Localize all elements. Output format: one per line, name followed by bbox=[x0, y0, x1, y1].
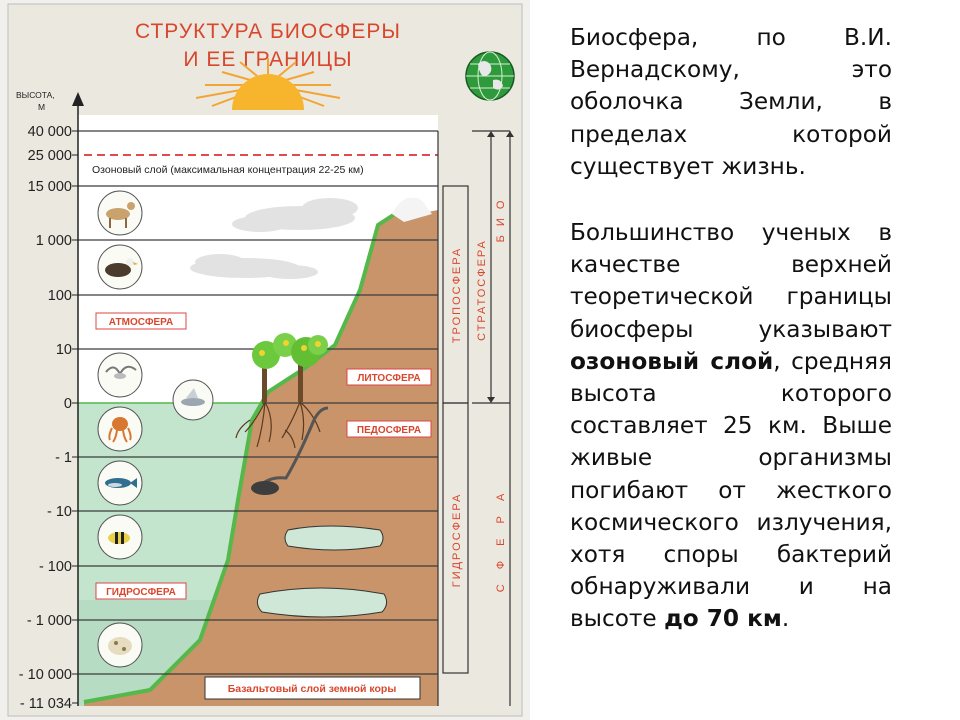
axis-tick-label: - 100 bbox=[39, 559, 72, 575]
text-run: Большинство ученых в качестве верхней те… bbox=[570, 219, 892, 343]
axis-tick-label: 10 bbox=[56, 342, 72, 358]
fish-icon bbox=[97, 460, 143, 506]
biosphere-poster: СТРУКТУРА БИОСФЕРЫ И ЕЕ ГРАНИЦЫ bbox=[0, 0, 530, 720]
ozone-layer-emphasis: озоновый слой bbox=[570, 347, 774, 375]
lithosphere-label: ЛИТОСФЕРА bbox=[357, 373, 420, 384]
text-run: . bbox=[781, 605, 790, 633]
biosphere-vertical-label-lower: С Ф Е Р А bbox=[495, 488, 507, 593]
poster-title-line1: СТРУКТУРА БИОСФЕРЫ bbox=[135, 20, 401, 43]
tree-icon bbox=[252, 333, 328, 402]
axis-title-line2: М bbox=[38, 102, 45, 112]
stratosphere-vertical-label: СТРАТОСФЕРА bbox=[476, 239, 488, 341]
axis-tick-label: 0 bbox=[64, 396, 72, 412]
mole-icon bbox=[251, 481, 279, 495]
axis-tick-label: 15 000 bbox=[28, 179, 72, 195]
axis-tick-label: 100 bbox=[48, 288, 72, 304]
hydrosphere-vertical-label: ГИДРОСФЕРА bbox=[451, 493, 463, 588]
ozone-label: Озоновый слой (максимальная концентрация… bbox=[92, 164, 364, 176]
basalt-label: Базальтовый слой земной коры bbox=[228, 683, 397, 695]
octopus-icon bbox=[97, 406, 143, 452]
axis-tick-label: - 10 000 bbox=[19, 667, 72, 683]
flying-fish-icon bbox=[172, 379, 214, 421]
globe-icon bbox=[465, 51, 515, 101]
pedosphere-label: ПЕДОСФЕРА bbox=[357, 425, 421, 436]
axis-tick-label: 40 000 bbox=[28, 124, 72, 140]
cloud-icon bbox=[190, 254, 318, 279]
antelope-icon bbox=[97, 190, 143, 236]
axis-tick-label: - 1 bbox=[55, 450, 72, 466]
axis-ticks bbox=[72, 130, 78, 704]
sun-icon bbox=[195, 58, 341, 110]
underground-lake-icon bbox=[256, 525, 388, 618]
axis-tick-label: 25 000 bbox=[28, 148, 72, 164]
troposphere-vertical-label: ТРОПОСФЕРА bbox=[451, 247, 463, 343]
paragraph-definition: Биосфера, по В.И. Вернадскому, это оболо… bbox=[570, 24, 892, 180]
atmosphere-label: АТМОСФЕРА bbox=[109, 317, 173, 328]
hydrosphere-label: ГИДРОСФЕРА bbox=[106, 587, 176, 598]
reef-fish-icon bbox=[97, 514, 143, 560]
eagle-icon bbox=[97, 244, 143, 290]
axis-tick-label: - 10 bbox=[47, 504, 72, 520]
axis-tick-label: 1 000 bbox=[36, 233, 72, 249]
deep-sea-creature-icon bbox=[97, 622, 143, 668]
paragraph-ozone-boundary: Большинство ученых в качестве верхней те… bbox=[570, 217, 892, 636]
axis-tick-label: - 11 034 bbox=[20, 696, 72, 712]
altitude-emphasis: до 70 км bbox=[664, 605, 782, 633]
axis-title-line1: ВЫСОТА, bbox=[16, 90, 55, 100]
text-run: , средняя высота которого составляет 25 … bbox=[570, 347, 892, 633]
biosphere-vertical-label-upper: Б И О bbox=[495, 198, 507, 243]
axis-tick-label: - 1 000 bbox=[27, 613, 72, 629]
seagull-icon bbox=[97, 352, 143, 398]
roots-illustration bbox=[235, 401, 321, 449]
description-text: Биосфера, по В.И. Вернадскому, это оболо… bbox=[570, 22, 892, 636]
cloud-icon bbox=[232, 198, 358, 232]
